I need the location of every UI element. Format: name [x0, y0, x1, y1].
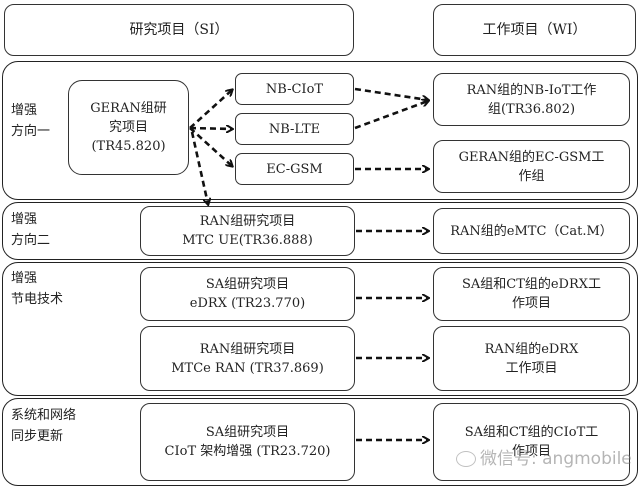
group-1-label: 增强 方向一 — [11, 103, 51, 139]
ran-mtce-study-item: RAN组研究项目 MTCe RAN (TR37.869) — [140, 326, 355, 391]
candidate-ec-gsm: EC-GSM — [235, 153, 354, 185]
group-4-label: 系统和网络 同步更新 — [11, 408, 77, 444]
header-work-items: 工作项目（WI） — [433, 4, 636, 56]
sa-ciot-study-item: SA组研究项目 CIoT 架构增强 (TR23.720) — [140, 403, 355, 481]
work-item-ran-edrx: RAN组的eDRX 工作项目 — [433, 326, 630, 391]
work-item-geran-ec-gsm: GERAN组的EC-GSM工 作组 — [433, 140, 630, 193]
sa-edrx-study-item: SA组研究项目 eDRX (TR23.770) — [140, 267, 355, 321]
header-si-label: 研究项目（SI） — [129, 21, 229, 38]
wechat-icon — [456, 451, 476, 467]
ran-mtc-ue-study-item: RAN组研究项目 MTC UE(TR36.888) — [140, 206, 355, 256]
candidate-nb-ciot: NB-CIoT — [235, 73, 354, 105]
header-wi-label: 工作项目（WI） — [482, 21, 587, 38]
work-item-sa-ct-ciot: SA组和CT组的CIoT工 作项目 — [433, 403, 630, 481]
group-3-label: 增强 节电技术 — [11, 271, 64, 307]
work-item-ran-emtc: RAN组的eMTC（Cat.M） — [433, 208, 630, 254]
group-2-label: 增强 方向二 — [11, 212, 51, 248]
watermark: 微信号: angmobile — [456, 444, 632, 469]
header-study-items: 研究项目（SI） — [4, 4, 354, 56]
work-item-ran-nb-iot: RAN组的NB-IoT工作 组(TR36.802) — [433, 73, 630, 126]
geran-study-item: GERAN组研 究项目 (TR45.820) — [68, 80, 189, 175]
work-item-sa-ct-edrx: SA组和CT组的eDRX工 作项目 — [433, 267, 630, 321]
candidate-nb-lte: NB-LTE — [235, 113, 354, 145]
